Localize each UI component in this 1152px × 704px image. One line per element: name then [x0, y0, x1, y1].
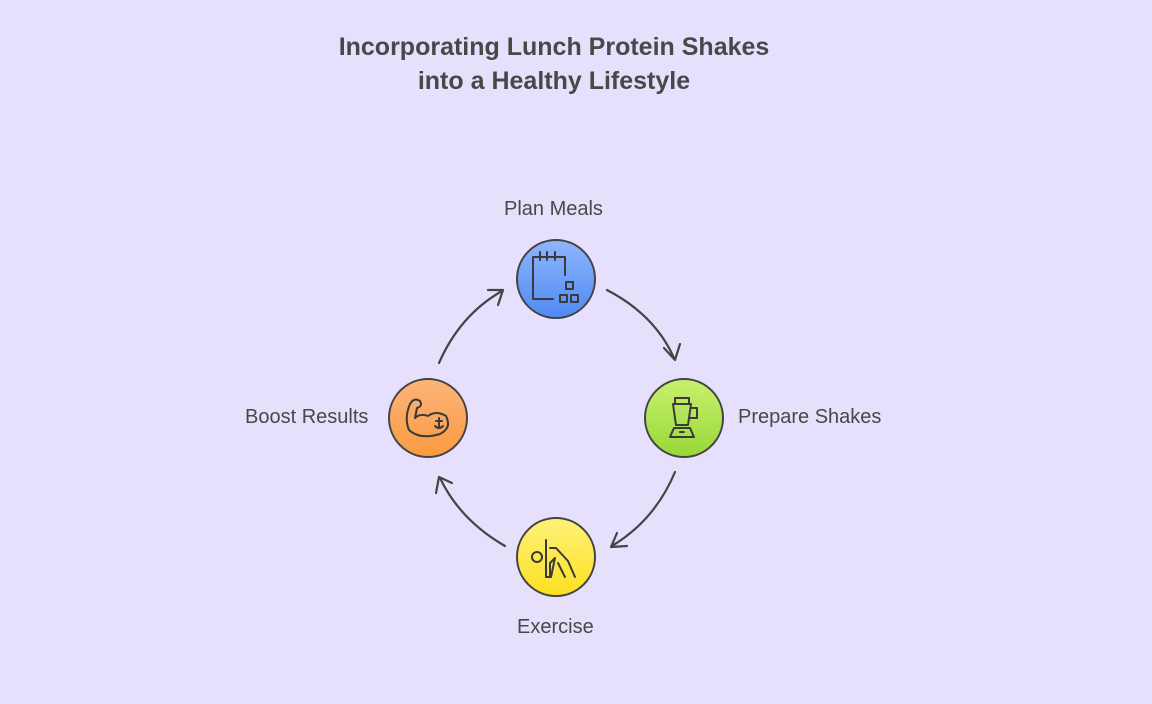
arrowhead — [662, 342, 682, 362]
blender-icon — [669, 397, 698, 438]
step-label-prepare-shakes: Prepare Shakes — [738, 406, 882, 428]
arrowhead — [609, 531, 629, 549]
yoga-pose-icon — [531, 539, 576, 578]
arrow-plan-to-prepare — [605, 288, 676, 360]
title-line-2: into a Healthy Lifestyle — [417, 67, 691, 95]
step-circle-exercise — [516, 517, 596, 597]
title-line-1: Incorporating Lunch Protein Shakes — [338, 33, 770, 61]
step-label-boost-results: Boost Results — [245, 406, 369, 428]
diagram-title: Incorporating Lunch Protein Shakes into … — [0, 30, 1108, 98]
step-label-exercise: Exercise — [517, 616, 594, 638]
arrow-boost-to-plan — [437, 289, 504, 365]
flexed-arm-icon — [405, 398, 449, 438]
calendar-icon — [532, 251, 579, 303]
step-circle-plan-meals — [516, 239, 596, 319]
arrow-prepare-to-exercise — [610, 470, 677, 548]
arrowhead — [434, 475, 454, 495]
arrow-exercise-to-boost — [438, 476, 507, 548]
arrowhead — [486, 288, 505, 307]
step-circle-boost-results — [388, 378, 468, 458]
step-circle-prepare-shakes — [644, 378, 724, 458]
step-label-plan-meals: Plan Meals — [504, 198, 603, 220]
